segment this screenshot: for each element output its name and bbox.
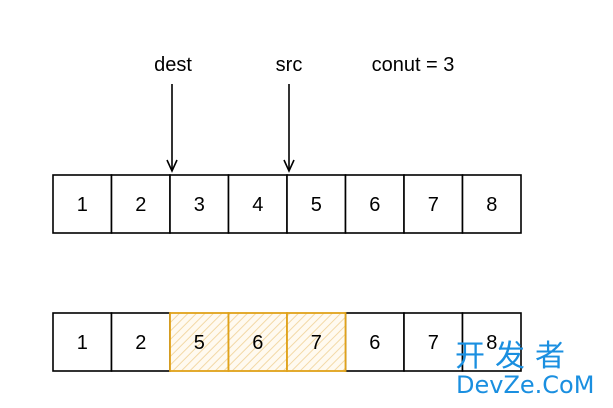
array-cell: 6 bbox=[344, 312, 405, 372]
array-cell: 4 bbox=[227, 174, 288, 234]
array-after: 1 2 6 7 8 5 6 7 bbox=[52, 312, 522, 372]
cell-value: 6 bbox=[252, 332, 263, 354]
cell-value: 2 bbox=[135, 194, 146, 216]
count-label: conut = 3 bbox=[372, 54, 455, 76]
cell-value: 5 bbox=[311, 194, 322, 216]
cell-box bbox=[110, 174, 171, 234]
watermark-latin: DevZe.CoM bbox=[456, 371, 594, 399]
src-arrowhead-icon bbox=[283, 159, 295, 173]
cell-value: 7 bbox=[428, 194, 439, 216]
cell-box bbox=[227, 312, 288, 372]
array-cell: 1 bbox=[52, 312, 113, 372]
highlighted-cell: 6 bbox=[227, 312, 288, 372]
cell-value: 8 bbox=[486, 194, 497, 216]
highlighted-cell: 5 bbox=[169, 312, 230, 372]
cell-value: 6 bbox=[369, 332, 380, 354]
cell-value: 2 bbox=[135, 332, 146, 354]
cell-value: 6 bbox=[369, 194, 380, 216]
array-cell: 5 bbox=[286, 174, 347, 234]
cell-value: 7 bbox=[311, 332, 322, 354]
array-cell: 8 bbox=[461, 312, 522, 372]
dest-arrowhead-icon bbox=[166, 159, 178, 173]
cell-value: 4 bbox=[252, 194, 263, 216]
src-label: src bbox=[276, 54, 303, 76]
cell-value: 1 bbox=[77, 332, 88, 354]
watermark-chinese: 开发者 bbox=[455, 339, 575, 374]
highlighted-cell: 7 bbox=[286, 312, 347, 372]
array-cell: 1 bbox=[52, 174, 113, 234]
cell-box bbox=[344, 174, 405, 234]
cell-value: 7 bbox=[428, 332, 439, 354]
array-cell: 2 bbox=[110, 174, 171, 234]
array-before: 1 2 3 4 5 6 7 8 bbox=[52, 174, 522, 234]
cell-box bbox=[461, 174, 522, 234]
cell-box bbox=[286, 312, 347, 372]
cell-box bbox=[169, 174, 230, 234]
cell-box bbox=[110, 312, 171, 372]
array-cell: 8 bbox=[461, 174, 522, 234]
cell-value: 8 bbox=[486, 332, 497, 354]
array-cell: 2 bbox=[110, 312, 171, 372]
cell-value: 3 bbox=[194, 194, 205, 216]
array-cell: 7 bbox=[403, 312, 464, 372]
cell-box bbox=[461, 312, 522, 372]
array-cell: 6 bbox=[344, 174, 405, 234]
cell-value: 1 bbox=[77, 194, 88, 216]
array-cell: 3 bbox=[169, 174, 230, 234]
cell-box bbox=[227, 174, 288, 234]
cell-box bbox=[52, 174, 113, 234]
cell-value: 5 bbox=[194, 332, 205, 354]
dest-label: dest bbox=[154, 54, 192, 76]
array-cell: 7 bbox=[403, 174, 464, 234]
cell-box bbox=[403, 312, 464, 372]
